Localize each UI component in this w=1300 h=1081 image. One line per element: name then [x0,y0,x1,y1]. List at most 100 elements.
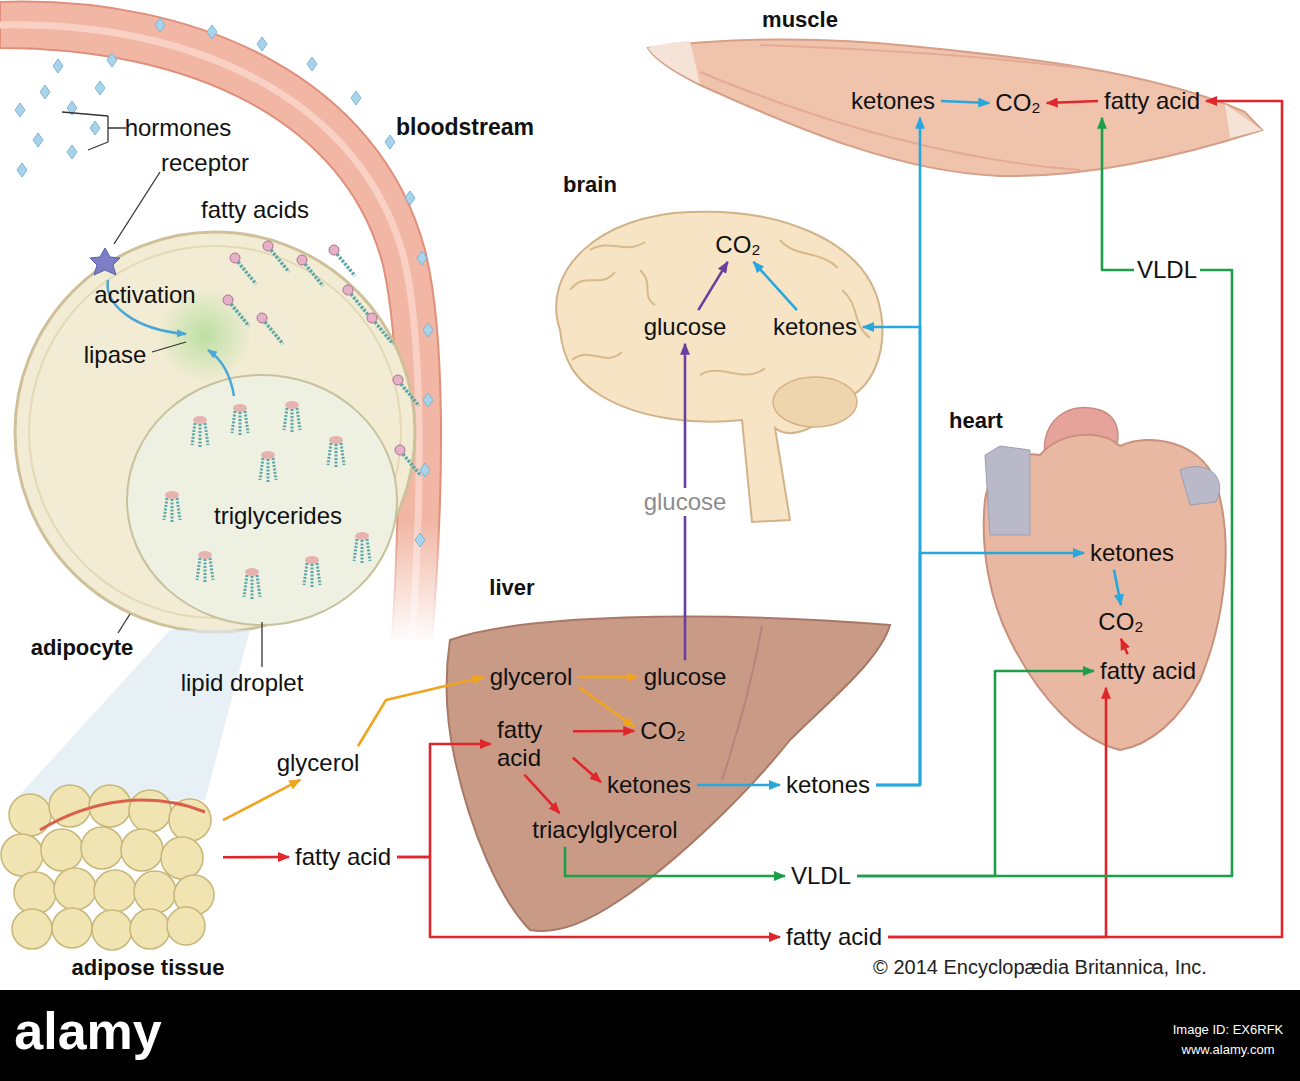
hormone-symbol [90,121,100,135]
organ-region: heartketonesCO₂fatty acid [975,435,1230,755]
flow-arrow [223,780,300,820]
text-label: CO₂ [1098,608,1143,636]
text-label: VLDL [791,862,851,890]
fatty-acid-symbol [223,295,249,326]
text-label: VLDL [1134,256,1200,284]
hormone-symbol [307,57,317,71]
watermark-logo: alamy [14,1002,161,1062]
organ-heading: adipocyte [31,635,134,660]
blood-vessel [0,2,441,640]
receptor-symbol [90,248,120,275]
adipocyte-cell [15,232,415,632]
hormone-symbol [257,37,267,51]
triglyceride-symbol [192,416,208,448]
muscle-shape [648,39,1262,176]
tendon [1225,104,1262,138]
flow-arrow [698,262,727,310]
callout-label: fatty acids [201,196,309,224]
term-node: CO₂ [712,231,763,259]
triglyceride-symbol [328,436,344,468]
fatty-acid-symbol [257,313,283,344]
term-node: fatty acid [1097,657,1199,685]
hormone-symbol [67,145,77,159]
flow-arrow [524,775,559,814]
text-label: fatty acids [201,196,309,224]
hormone-symbol [107,53,117,67]
lipid-droplet [127,375,397,625]
region-label: bloodstream [396,114,534,140]
leader-line [118,614,130,633]
hormone-symbol [33,133,43,147]
text-label: triacylglycerol [532,816,677,844]
liver-shape [447,617,890,931]
text-label: glycerol [277,749,360,777]
tissue-region: adipose tissue [0,790,220,958]
fatty-acid-symbol [367,313,393,344]
brain-gyri [570,240,870,375]
muscle-fiber [700,72,1080,170]
hormone-bracket [62,112,126,150]
flow-arrow [1121,639,1128,654]
organ-heading: brain [563,172,617,197]
text-label: glucose [644,663,727,691]
flow-arrow [876,553,1084,785]
capillary [40,800,205,830]
term-node: triacylglycerol [529,816,680,844]
triglyceride-symbol [304,556,320,588]
flow-arrow [888,101,1282,937]
callout-label: lipase [84,341,147,369]
text-label: triglycerides [214,502,342,530]
text-label: ketones [1090,539,1174,567]
hormone-symbol [420,463,430,477]
triglyceride-symbol [260,451,276,483]
flow-arrow [573,730,634,733]
release-arrow [208,350,234,396]
text-label: bloodstream [396,114,534,140]
watermark-id: Image ID: EX6RFK [1173,1023,1284,1038]
term-node: fatty acid [783,923,885,951]
fatty-acid-symbol [329,245,355,276]
organ-heading: heart [949,408,1003,433]
hormone-symbol [155,18,165,32]
text-label: CO₂ [715,231,760,259]
text-label: brain [563,172,617,197]
text-label: fatty acid [786,923,882,951]
callout-label: receptor [161,149,249,177]
text-label: glucose [644,313,727,341]
text-label: liver [489,575,534,600]
flow-arrow [697,784,780,787]
flow-arrow [573,758,601,782]
text-label: www.alamy.com [1182,1043,1275,1058]
leader-line [152,342,186,352]
triglyceride-symbol [284,401,300,433]
text-label: ketones [851,87,935,115]
fatty-acid-symbol [230,253,256,284]
muscle-fiber [760,45,1080,68]
text-label: heart [949,408,1003,433]
hormone-symbol [351,91,361,105]
edge-label: glucose [641,488,730,516]
heart-shape [984,435,1226,750]
organ-heading: muscle [762,7,838,32]
text-label: Image ID: EX6RFK [1173,1023,1284,1038]
vena-cava [985,446,1030,535]
hormone-symbol [95,81,105,95]
copyright-note: © 2014 Encyclopædia Britannica, Inc. [873,956,1207,979]
triglyceride-symbol [164,491,180,523]
fatty-acid-symbol [343,285,369,316]
text-label: ketones [607,771,691,799]
text-label: fatty acid [1104,87,1200,115]
pulmonary-vessel [1180,467,1220,505]
term-node: glycerol [274,749,363,777]
flow-arrow [941,101,989,103]
text-label: receptor [161,149,249,177]
hormone-symbol [53,59,63,73]
hormone-symbol [17,163,27,177]
organ-heading: liver [489,575,534,600]
flow-arrow [578,676,637,679]
text-label: CO₂ [640,717,685,745]
hormone-symbol [385,135,395,149]
text-label: activation [94,281,195,309]
text-label: adipose tissue [72,955,225,980]
flow-arrow [223,856,289,859]
